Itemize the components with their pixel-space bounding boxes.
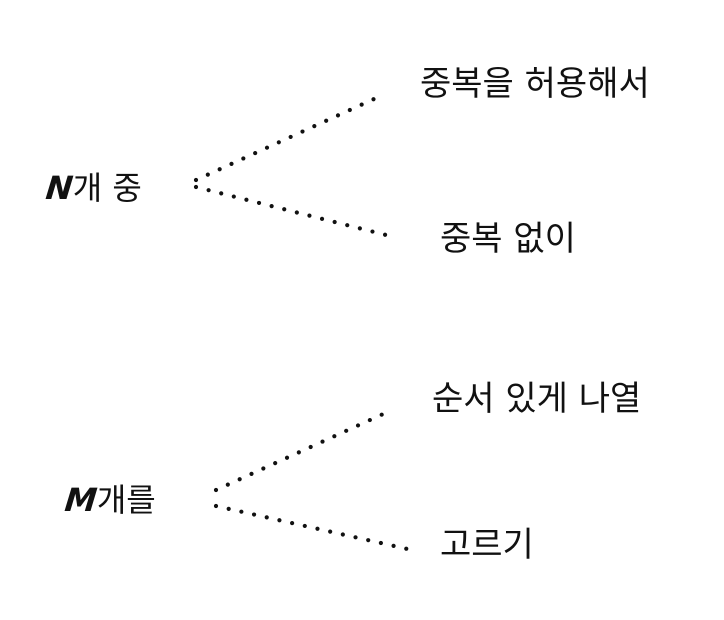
branch-ordered-arrangement: 순서 있게 나열 [432,379,642,419]
root-m-suffix: 개를 [96,481,156,519]
connector-m-to-choose [213,503,415,553]
connector-n-to-allow-duplicates [193,96,377,183]
connector-n-to-no-duplicates [193,184,397,240]
variable-n: N [44,169,75,207]
branch-no-duplicates: 중복 없이 [440,219,576,259]
branch-choose: 고르기 [440,525,534,565]
root-m-label: M개를 [63,481,156,519]
root-n-label: N개 중 [44,169,142,207]
branch-allow-duplicates: 중복을 허용해서 [420,64,650,104]
connector-m-to-ordered [213,407,395,493]
root-n-suffix: 개 중 [72,169,142,207]
variable-m: M [63,481,99,519]
